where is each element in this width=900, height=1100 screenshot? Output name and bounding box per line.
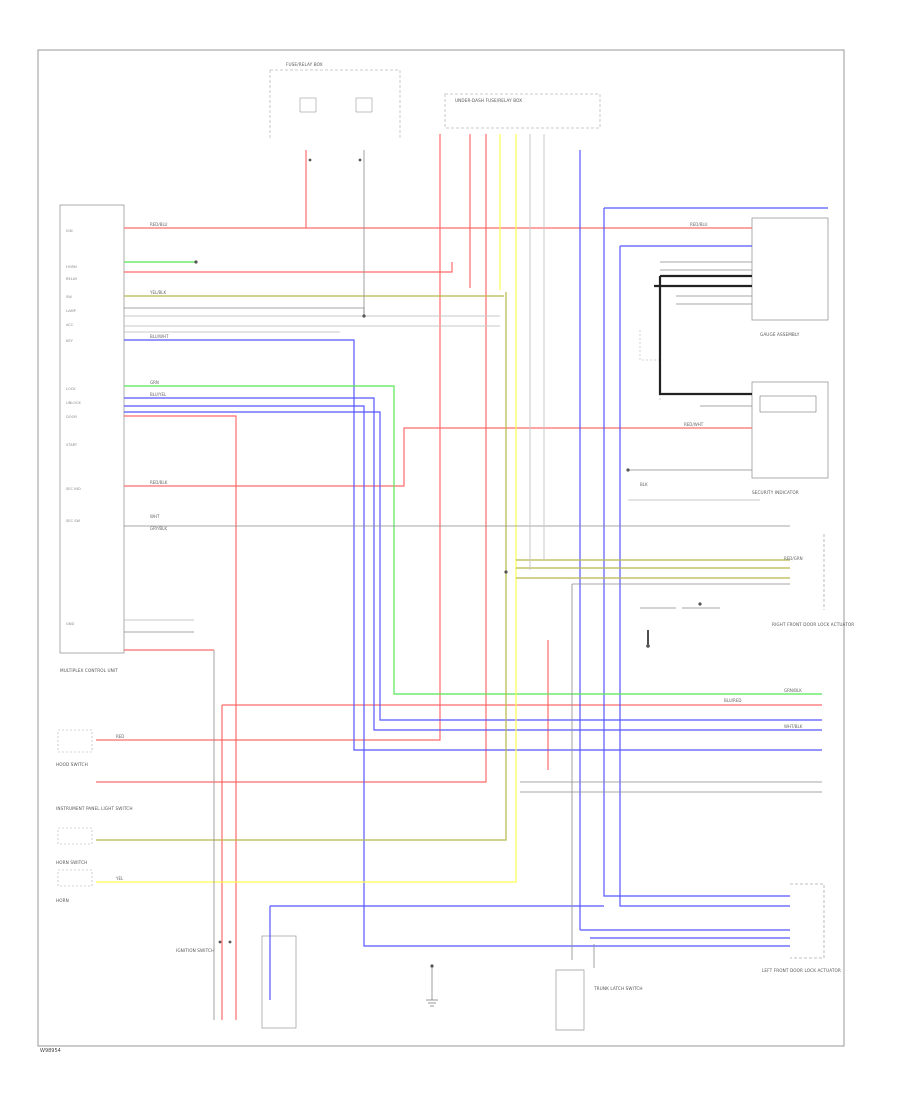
unit-pin-label: IGN [66,229,73,233]
unit-pin-label: UNLOCK [66,401,82,405]
wire-label: GRN/BLK [784,688,802,693]
unit-pin-label: SEC SW [66,519,80,523]
main-unit-label: MULTIPLEX CONTROL UNIT [60,668,118,673]
wire-gray [660,261,752,271]
wire-label: RED/BLU [690,222,708,227]
security-indicator-label: SECURITY INDICATOR [752,490,799,495]
fuse-box-underdash: UNDER-DASH FUSE/RELAY BOX [444,93,601,129]
trunk-switch: TRUNK LATCH SWITCH [555,969,643,1031]
wire-label: BLU/WHT [150,334,169,339]
ignition-switch: IGNITION SWITCH [176,935,297,1029]
unit-pin-label: SEC IND [66,487,81,491]
unit-pin-label: START [66,443,78,447]
unit-pin-label: HORN [66,265,77,269]
unit-pin-label: LOCK [66,387,76,391]
wire-label: RED/BLK [150,480,168,485]
wire-label: RED [116,734,124,739]
wires [96,134,828,1020]
wire-label: GRN [150,380,159,385]
wire-red [124,415,237,1020]
wire-red [96,134,441,741]
wire-red [124,262,453,273]
unit-pin-label: ACC [66,323,74,327]
ground-symbol [426,966,438,1007]
wire-blue [124,411,822,721]
left-lock-actuator: LEFT FRONT DOOR LOCK ACTUATOR [762,883,841,973]
horn-switch: HORN SWITCH HORN [56,860,93,903]
wire-red [96,134,487,783]
wire-label: RED/BLU [150,222,168,227]
wire-label: RED/WHT [684,422,704,427]
unit-pin-label: SW [66,295,72,299]
wire-blue [124,397,822,731]
wire-label: YEL/BLK [149,290,167,295]
horn-label: HORN [56,898,69,903]
dash-light-switch: INSTRUMENT PANEL LIGHT SWITCH [56,806,133,845]
left-actuator-label: LEFT FRONT DOOR LOCK ACTUATOR [762,968,841,973]
fuse-box-top: FUSE/RELAY BOX [269,62,401,140]
unit-pin-label: DOOR [66,415,77,419]
wire-olive [96,292,507,841]
right-actuator-label: RIGHT FRONT DOOR LOCK ACTUATOR [772,622,854,627]
wire-light-gray [639,330,661,400]
wire-label: WHT [150,514,160,519]
diagram-code: W98954 [40,1048,61,1054]
wire-gray [571,583,790,960]
hood-switch-label: HOOD SWITCH [56,762,88,767]
ignition-switch-label: IGNITION SWITCH [176,948,214,953]
wire-green [124,385,822,695]
wire-blue [124,339,822,751]
trunk-switch-label: TRUNK LATCH SWITCH [593,986,643,991]
wire-gray [124,307,365,316]
wire-label: BLU/YEL [150,392,167,397]
wire-blue [124,405,594,947]
wire-red [124,427,752,487]
gauge-assembly-label: GAUGE ASSEMBLY [760,332,800,337]
wire-labels: RED/BLU RED/BLU YEL/BLK RED/BLK BLU/WHT … [115,222,803,881]
wire-label: BLU/RED [724,698,741,703]
wire-black [658,276,752,396]
wire-blue [603,208,790,897]
wire-label: GRY/BLK [150,526,167,531]
fuse-box-label: FUSE/RELAY BOX [286,62,323,67]
unit-pin-label: LAMP [66,309,77,313]
unit-pin-label: KEY [66,339,74,343]
wire-gray [676,295,752,305]
wire-label: YEL [115,876,124,881]
wire-label: BLK [640,482,648,487]
wire-label: RED/GRN [784,556,803,561]
right-lock-actuator: RIGHT FRONT DOOR LOCK ACTUATOR [772,534,854,627]
security-indicator: SECURITY INDICATOR [751,381,829,495]
diagram-frame [37,49,845,1047]
main-control-unit: MULTIPLEX CONTROL UNIT IGN HORN RELAY SW… [59,204,125,673]
gauge-assembly: GAUGE ASSEMBLY [751,217,829,337]
junction-dots [194,158,702,968]
unit-pin-label: RELAY [66,277,78,281]
underdash-box-label: UNDER-DASH FUSE/RELAY BOX [455,98,522,103]
hood-switch: HOOD SWITCH [56,729,93,767]
horn-switch-label: HORN SWITCH [56,860,87,865]
wire-blue [619,246,790,907]
wire-yellow [96,134,517,883]
dash-light-switch-label: INSTRUMENT PANEL LIGHT SWITCH [56,806,133,811]
unit-pin-label: GND [66,622,74,626]
wire-label: WHT/BLK [784,724,803,729]
